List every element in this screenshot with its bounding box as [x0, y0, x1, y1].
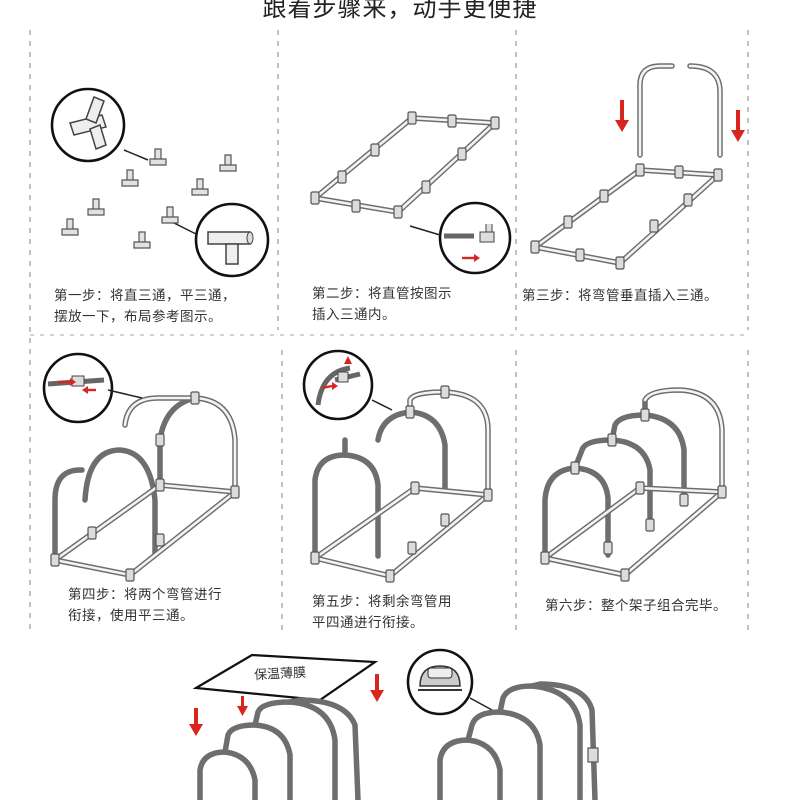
down-arrow-icon — [615, 100, 629, 132]
step-1-illustration — [50, 87, 270, 278]
page-title: 跟着步骤来，动手更便捷 — [262, 0, 538, 22]
step-7-illustration — [189, 653, 384, 800]
film-label: 保温薄膜 — [253, 665, 307, 684]
down-arrow-icon — [370, 674, 384, 702]
joint-zoom-inset — [42, 352, 114, 424]
step-6-caption: 第六步：整个架子组合完毕。 — [545, 598, 727, 614]
down-arrow-icon — [731, 110, 745, 142]
insulation-film — [192, 653, 379, 702]
four-way-joint-zoom-inset — [302, 349, 374, 421]
step-1-caption: 第一步：将直三通，平三通， 摆放一下，布局参考图示。 — [54, 288, 236, 325]
clip-icon — [418, 665, 462, 691]
step-5-illustration — [302, 349, 493, 583]
straight-tee-icon — [69, 96, 107, 151]
step-3-illustration — [530, 63, 745, 270]
step-8-illustration — [406, 648, 599, 800]
step-4-caption: 第四步：将两个弯管进行 衔接，使用平三通。 — [68, 587, 222, 624]
step-2-caption: 第二步：将直管按图示 插入三通内。 — [312, 286, 452, 323]
joint-detail — [47, 375, 105, 394]
step-6-illustration — [540, 387, 727, 582]
step-4-illustration — [42, 352, 240, 582]
step-5-caption: 第五步：将剩余弯管用 平四通进行衔接。 — [312, 594, 452, 631]
step-2-illustration — [310, 111, 512, 275]
step-3-caption: 第三步：将弯管垂直插入三通。 — [522, 288, 718, 304]
insert-zoom-inset — [438, 201, 512, 275]
flat-tee-icon — [207, 231, 254, 265]
four-way-detail — [315, 356, 361, 406]
down-arrow-icon — [237, 696, 248, 716]
grid-dividers — [29, 30, 749, 630]
insert-detail — [444, 224, 495, 262]
down-arrow-icon — [189, 708, 203, 736]
